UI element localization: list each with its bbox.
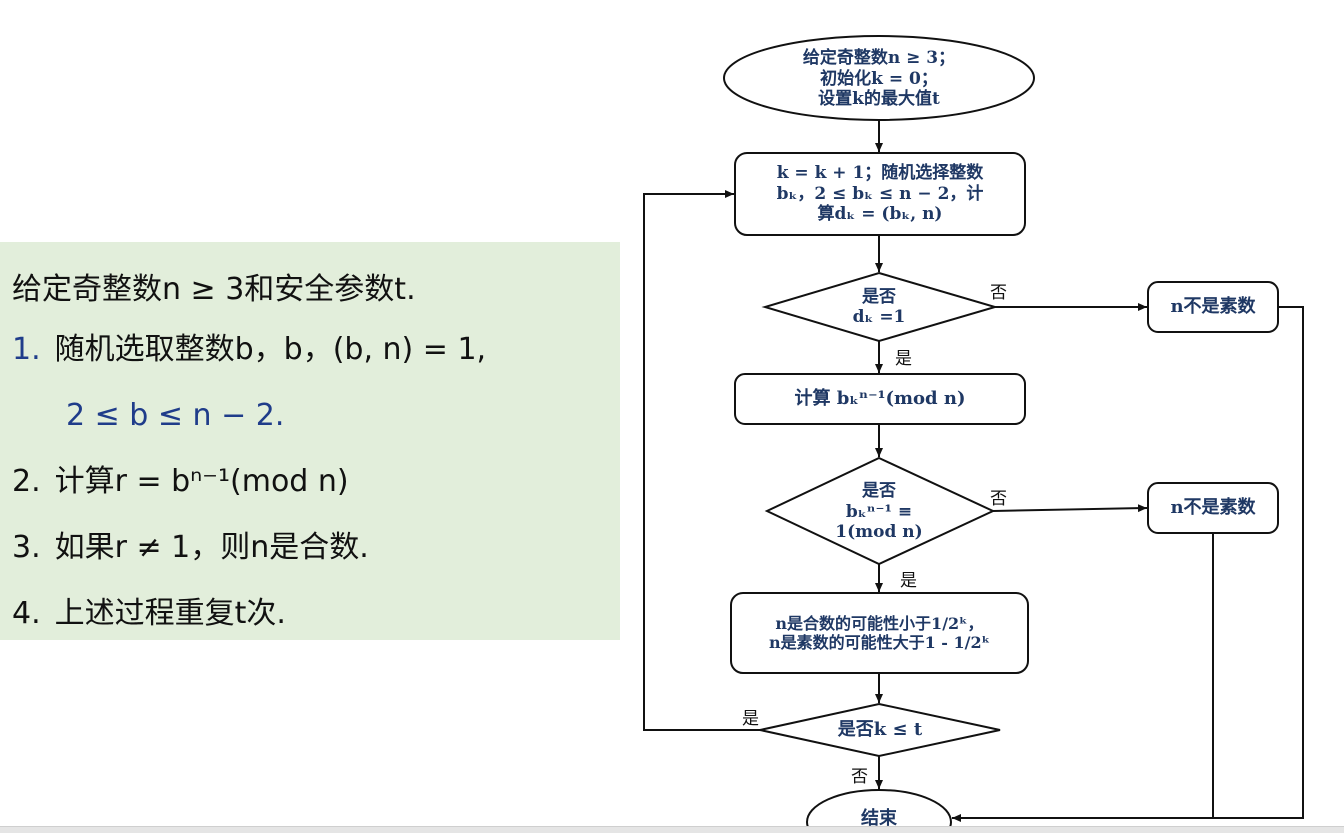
not-prime-1-node: n不是素数: [1170, 296, 1256, 318]
algorithm-intro: 给定奇整数n ≥ 3和安全参数t.: [12, 272, 416, 307]
decision3-no-label: 否: [851, 767, 868, 787]
algorithm-step-1-cont: 2 ≤ b ≤ n − 2.: [66, 398, 285, 433]
decision2-no-label: 否: [990, 489, 1007, 509]
decision1-node: 是否 dₖ =1: [852, 286, 906, 327]
algorithm-panel: 给定奇整数n ≥ 3和安全参数t. 1.随机选取整数b，b，(b, n) = 1…: [0, 242, 620, 640]
end-node: 结束: [861, 808, 897, 830]
decision1-no-label: 否: [990, 283, 1007, 303]
algorithm-step-1: 1.随机选取整数b，b，(b, n) = 1,: [12, 332, 487, 367]
decision2-yes-label: 是: [900, 571, 917, 591]
algorithm-step-4: 4.上述过程重复t次.: [12, 596, 286, 631]
step1-node: k = k + 1；随机选择整数 bₖ，2 ≤ bₖ ≤ n − 2，计 算dₖ…: [776, 163, 984, 225]
decision1-yes-label: 是: [895, 349, 912, 369]
decision2-node: 是否 bₖⁿ⁻¹ ≡ 1(mod n): [835, 481, 923, 543]
decision3-node: 是否k ≤ t: [837, 719, 923, 741]
end-node-shape: [806, 789, 952, 832]
algorithm-step-3: 3.如果r ≠ 1，则n是合数.: [12, 530, 369, 565]
decision3-yes-label: 是: [742, 709, 759, 729]
algorithm-step-2: 2.计算r = bⁿ⁻¹(mod n): [12, 464, 349, 499]
start-node: 给定奇整数n ≥ 3； 初始化k = 0； 设置k的最大值t: [802, 48, 956, 110]
not-prime-2-node: n不是素数: [1170, 497, 1256, 519]
window-bottom-edge: [0, 826, 1344, 833]
step2-node: 计算 bₖⁿ⁻¹(mod n): [794, 388, 966, 410]
result-node: n是合数的可能性小于1/2ᵏ， n是素数的可能性大于1 - 1/2ᵏ: [768, 613, 991, 652]
